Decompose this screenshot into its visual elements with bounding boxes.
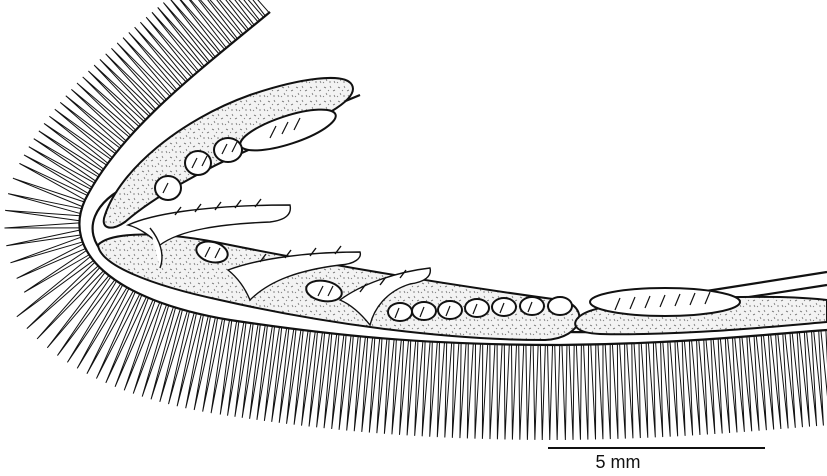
comb-tooth bbox=[6, 230, 80, 246]
comb-tooth bbox=[250, 324, 266, 418]
comb-tooth bbox=[548, 345, 553, 440]
comb-tooth bbox=[407, 340, 416, 435]
comb-tooth bbox=[332, 334, 344, 429]
comb-tooth bbox=[339, 335, 351, 430]
comb-tooth bbox=[29, 147, 95, 188]
comb-tooth bbox=[641, 343, 648, 438]
comb-tooth bbox=[452, 343, 459, 438]
comb-tooth bbox=[437, 342, 444, 437]
comb-tooth bbox=[504, 344, 509, 439]
comb-tooth bbox=[612, 344, 618, 439]
comb-tooth bbox=[430, 342, 438, 437]
comb-tooth bbox=[598, 344, 603, 439]
comb-tooth bbox=[96, 292, 139, 379]
comb-tooth bbox=[663, 342, 670, 437]
comb-tooth bbox=[512, 345, 517, 440]
comb-tooth bbox=[422, 341, 430, 436]
comb-tooth bbox=[555, 345, 560, 440]
comb-tooth bbox=[620, 344, 626, 439]
comb-tooth bbox=[211, 319, 229, 413]
comb-tooth bbox=[347, 336, 359, 431]
comb-tooth bbox=[634, 343, 640, 438]
comb-tooth bbox=[677, 341, 685, 436]
comb-tooth bbox=[115, 298, 153, 387]
comb-tooth bbox=[648, 342, 655, 437]
comb-tooth bbox=[497, 344, 502, 439]
comb-tooth bbox=[37, 267, 103, 338]
comb-tooth bbox=[467, 343, 473, 438]
comb-tooth bbox=[656, 342, 663, 437]
comb-tooth bbox=[533, 345, 538, 440]
comb-tooth bbox=[576, 345, 581, 440]
comb-tooth bbox=[684, 340, 692, 435]
comb-tooth bbox=[24, 155, 91, 194]
comb-tooth bbox=[526, 345, 531, 440]
comb-tooth bbox=[8, 194, 82, 214]
comb-tooth bbox=[605, 344, 610, 439]
comb-tooth bbox=[584, 345, 589, 440]
comb-tooth bbox=[519, 345, 524, 440]
comb-tooth bbox=[670, 341, 678, 436]
comb-tooth bbox=[490, 344, 495, 439]
comb-tooth bbox=[562, 345, 567, 440]
comb-tooth bbox=[445, 342, 452, 437]
comb-tooth bbox=[591, 344, 596, 439]
scale-bar-label: 5 mm bbox=[548, 452, 688, 473]
comb-tooth bbox=[699, 340, 708, 435]
comb-tooth bbox=[460, 343, 466, 438]
comb-tooth bbox=[4, 223, 79, 228]
comb-tooth bbox=[692, 340, 700, 435]
comb-tooth bbox=[482, 344, 487, 439]
comb-tooth bbox=[324, 333, 337, 428]
comb-tooth bbox=[5, 210, 80, 220]
comb-tooth bbox=[415, 341, 423, 436]
comb-tooth bbox=[569, 345, 574, 440]
comb-tooth bbox=[151, 308, 180, 400]
comb-tooth bbox=[540, 345, 545, 440]
comb-tooth bbox=[627, 343, 633, 438]
comb-tooth bbox=[475, 344, 481, 439]
comb-tooth bbox=[17, 244, 86, 278]
